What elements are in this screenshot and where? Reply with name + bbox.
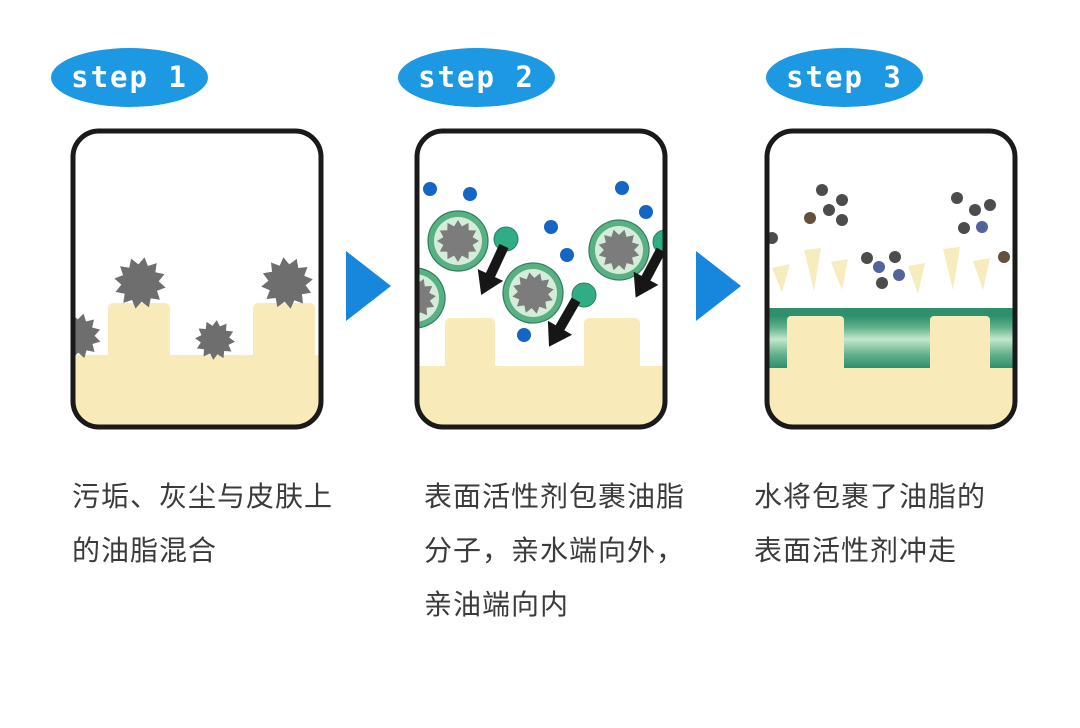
skin-ridge [445, 318, 495, 371]
caption-line: 分子，亲水端向外， [424, 534, 686, 567]
skin-ridge [584, 318, 640, 371]
water-molecule-dot [544, 220, 558, 234]
rinsed-dirt-dot [804, 212, 816, 224]
sparkle-ray-icon [804, 248, 821, 291]
skin-ridge [253, 303, 315, 360]
rinsed-dirt-dot [873, 261, 885, 273]
panel-frame [70, 128, 324, 430]
rinsed-dirt-dot [976, 221, 988, 233]
caption-line: 表面活性剂冲走 [754, 534, 958, 567]
water-molecule-dot [463, 187, 477, 201]
step-3-scene [767, 184, 1015, 427]
rinsed-dirt-dot [836, 214, 848, 226]
surfactant-molecule-icon [652, 229, 665, 255]
sparkle-ray-icon [908, 263, 925, 294]
skin-ridge [787, 316, 844, 373]
panel-frame [414, 128, 668, 430]
skin-base [767, 368, 1015, 427]
step-2-scene [417, 181, 665, 427]
rinsed-dirt-dot [998, 251, 1010, 263]
rinsed-dirt-dot [893, 269, 905, 281]
panel-frame [764, 128, 1018, 430]
caption-line: 亲油端向内 [424, 588, 570, 621]
step-2-illustration [414, 128, 668, 430]
step-3-badge: step 3 [766, 48, 923, 107]
step-1-caption: 污垢、灰尘与皮肤上 的油脂混合 [72, 470, 333, 578]
caption-line: 水将包裹了油脂的 [754, 480, 987, 513]
next-step-arrow-icon [346, 251, 391, 321]
rinsed-dirt-dot [984, 199, 996, 211]
step-3-illustration [764, 128, 1018, 430]
step-2-badge-label: step 2 [418, 59, 535, 94]
step-1-scene [73, 252, 321, 427]
step-1-badge-label: step 1 [71, 59, 188, 94]
water-molecule-dot [517, 328, 531, 342]
step-2-caption: 表面活性剂包裹油脂 分子，亲水端向外， 亲油端向内 [424, 470, 685, 632]
step-3-caption: 水将包裹了油脂的 表面活性剂冲走 [754, 470, 986, 578]
water-molecule-dot [560, 248, 574, 262]
caption-line: 的油脂混合 [72, 534, 218, 567]
sparkle-ray-icon [973, 258, 990, 290]
micelle-wrapped-oil-icon [428, 211, 488, 271]
rinsed-dirt-dot [823, 204, 835, 216]
rinsed-dirt-dot [861, 252, 873, 264]
rinsed-dirt-dot [836, 194, 848, 206]
rinsed-dirt-dot [969, 204, 981, 216]
sparkle-ray-icon [943, 247, 960, 290]
step-2-badge: step 2 [398, 48, 555, 107]
rinsed-dirt-dot [889, 251, 901, 263]
rinsed-dirt-dot [958, 222, 970, 234]
rinsed-dirt-dot [876, 277, 888, 289]
rinsed-dirt-dot [816, 184, 828, 196]
water-molecule-dot [423, 182, 437, 196]
micelle-wrapped-oil-icon [498, 258, 568, 328]
skin-ridge [108, 303, 170, 360]
caption-line: 污垢、灰尘与皮肤上 [72, 480, 334, 513]
skin-base [73, 355, 321, 427]
surfactant-molecule-icon [571, 282, 597, 308]
sparkle-ray-icon [772, 264, 790, 292]
sparkle-ray-icon [831, 259, 848, 290]
step-1-badge: step 1 [51, 48, 208, 107]
rinsed-dirt-dot [951, 192, 963, 204]
step-3-badge-label: step 3 [786, 59, 903, 94]
water-molecule-dot [639, 205, 653, 219]
skin-base [417, 366, 665, 427]
caption-line: 表面活性剂包裹油脂 [424, 480, 686, 513]
water-molecule-dot [615, 181, 629, 195]
next-step-arrow-icon [696, 251, 741, 321]
step-1-illustration [70, 128, 324, 430]
skin-ridge [930, 316, 990, 373]
